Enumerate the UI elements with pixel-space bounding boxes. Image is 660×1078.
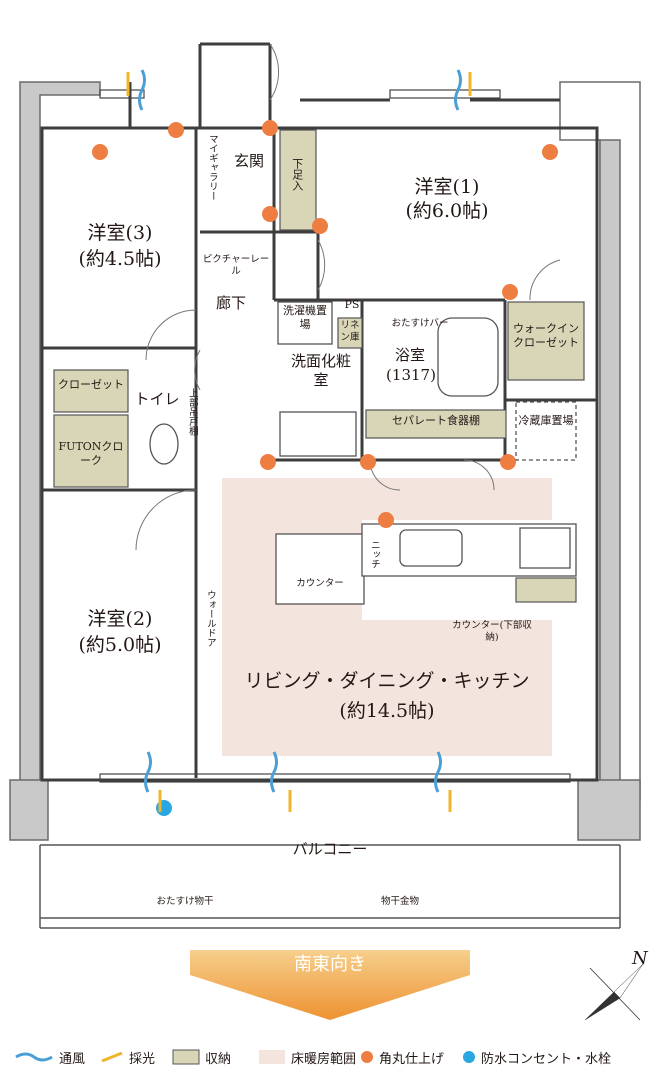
windows bbox=[99, 89, 571, 783]
bathroom-name: 浴室 bbox=[394, 346, 425, 364]
separate-shelf-label: セパレート食器棚 bbox=[392, 414, 480, 427]
washer-label: 洗濯機置場 bbox=[283, 304, 327, 331]
shoe-storage-label: 下足入 bbox=[290, 158, 304, 191]
legend-ventilation-label: 通風 bbox=[59, 1051, 86, 1067]
ldk-size: (約14.5帖) bbox=[339, 700, 435, 722]
grab-bar-label: おたすけバー bbox=[391, 318, 449, 329]
rounded-corner-markers bbox=[92, 120, 558, 528]
futon-closet-label: FUTONクローク bbox=[58, 440, 124, 467]
ps-label: PS bbox=[344, 298, 360, 311]
fridge-space bbox=[515, 401, 577, 461]
waterproof-outlet-marker bbox=[156, 800, 172, 816]
my-gallery-label: マイギャラリー bbox=[206, 134, 218, 201]
upper-cabinet-label: 上部吊戸棚 bbox=[186, 388, 198, 436]
balcony bbox=[39, 844, 621, 929]
legend-rounded-corner-label: 角丸仕上げ bbox=[379, 1051, 445, 1067]
washbasin bbox=[279, 411, 357, 457]
wall-door-label: ウォールドア bbox=[204, 590, 216, 647]
compass bbox=[584, 963, 644, 1021]
fridge-label: 冷蔵庫置場 bbox=[518, 414, 574, 427]
legend-daylight: 採光 bbox=[100, 1046, 155, 1068]
sink bbox=[399, 529, 463, 567]
ventilation-icon bbox=[15, 1052, 53, 1062]
drying-hardware-label: 物干金物 bbox=[380, 896, 419, 907]
storage-swatch-icon bbox=[172, 1049, 200, 1065]
western-room-3-name: 洋室(3) bbox=[87, 222, 153, 244]
western-room-2-size: (約5.0帖) bbox=[78, 634, 162, 656]
storage-areas bbox=[53, 129, 585, 603]
rounded-corner-icon bbox=[361, 1051, 373, 1063]
orientation-arrow bbox=[190, 950, 470, 1020]
orientation-label: 南東向き bbox=[294, 954, 366, 975]
legend-floor-heating: 床暖房範囲 bbox=[258, 1046, 356, 1068]
legend-storage: 収納 bbox=[172, 1046, 231, 1068]
ldk-name: リビング・ダイニング・キッチン bbox=[244, 670, 530, 692]
kitchen-counter bbox=[275, 533, 365, 605]
legend-floor-heating-label: 床暖房範囲 bbox=[291, 1051, 357, 1067]
door-swings bbox=[135, 43, 561, 551]
bathroom-size: (1317) bbox=[386, 366, 436, 384]
entrance-label: 玄関 bbox=[233, 152, 264, 170]
hallway-label: 廊下 bbox=[215, 294, 246, 312]
ventilation-daylight-marks bbox=[126, 69, 472, 812]
counter-storage-label: カウンター(下部収納) bbox=[452, 620, 532, 643]
western-room-3-size: (約4.5帖) bbox=[78, 248, 162, 270]
picture-rail-label: ピクチャーレール bbox=[202, 254, 270, 277]
counter-label: カウンター bbox=[296, 578, 344, 589]
stove bbox=[519, 527, 571, 569]
drying-help-label: おたすけ物干 bbox=[156, 896, 214, 907]
fixtures bbox=[149, 301, 577, 605]
western-room-1-size: (約6.0帖) bbox=[405, 200, 489, 222]
toilet-bowl bbox=[149, 423, 179, 465]
floor-heating-swatch-icon bbox=[259, 1050, 285, 1064]
legend-waterproof-outlet-label: 防水コンセント・水栓 bbox=[481, 1051, 612, 1067]
compass-north-label: N bbox=[632, 948, 648, 969]
balcony-label: バルコニー bbox=[292, 840, 368, 858]
toilet-label: トイレ bbox=[134, 390, 180, 408]
legend-waterproof-outlet: 防水コンセント・水栓 bbox=[462, 1046, 611, 1068]
legend-daylight-label: 採光 bbox=[129, 1051, 156, 1067]
outer-walls bbox=[9, 81, 641, 841]
linen-label: リネン庫 bbox=[340, 320, 360, 343]
western-room-1-name: 洋室(1) bbox=[414, 176, 480, 198]
western-room-2-name: 洋室(2) bbox=[87, 608, 153, 630]
closet-label: クローゼット bbox=[58, 378, 124, 391]
legend-ventilation: 通風 bbox=[14, 1046, 85, 1068]
washroom-label: 洗面化粧室 bbox=[290, 352, 351, 389]
legend: 通風 採光 収納 床暖房範囲 角丸仕上げ 防水コンセント・水栓 bbox=[0, 1046, 660, 1068]
daylight-icon bbox=[101, 1051, 123, 1063]
legend-rounded-corner: 角丸仕上げ bbox=[360, 1046, 444, 1068]
washer-space bbox=[277, 301, 333, 345]
niche-label: ニッチ bbox=[368, 540, 380, 569]
bathtub bbox=[437, 317, 499, 397]
waterproof-outlet-icon bbox=[463, 1051, 475, 1063]
walkin-closet-label: ウォークインクローゼット bbox=[513, 322, 579, 349]
legend-storage-label: 収納 bbox=[205, 1051, 232, 1067]
